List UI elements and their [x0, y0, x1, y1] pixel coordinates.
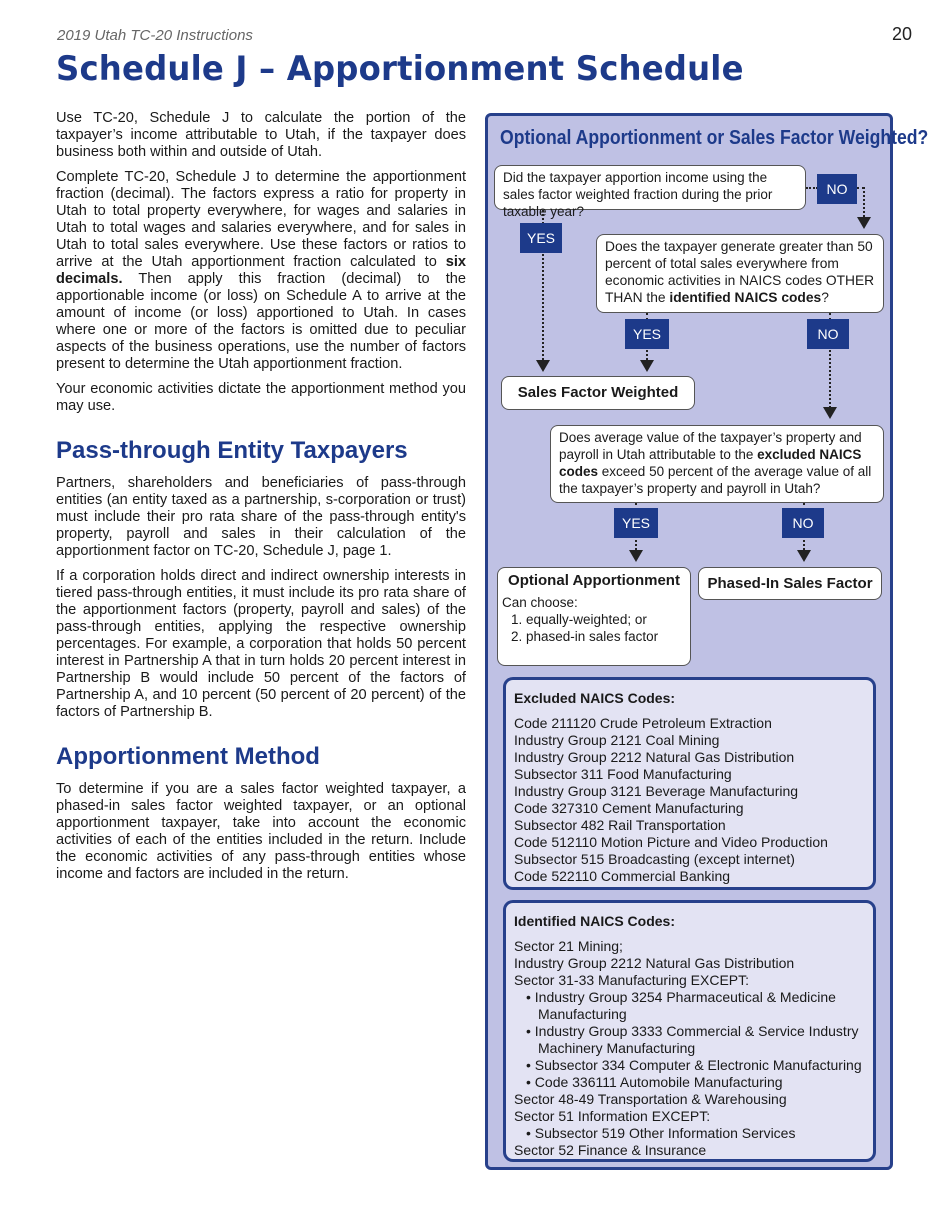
connector	[806, 187, 818, 189]
no-tag-q2: NO	[807, 319, 849, 349]
page-number: 20	[891, 24, 912, 44]
list-item: Subsector 482 Rail Transportation	[514, 817, 726, 833]
list-item: Machinery Manufacturing	[538, 1040, 696, 1056]
section-heading-pass-through: Pass-through Entity Taxpayers	[56, 437, 408, 464]
list-item: Industry Group 2212 Natural Gas Distribu…	[514, 955, 795, 971]
excluded-naics-box: Excluded NAICS Codes: Code 211120 Crude …	[503, 677, 876, 890]
optional-can-choose: Can choose:	[502, 595, 578, 610]
result-sales-factor-weighted: Sales Factor Weighted	[501, 376, 695, 410]
list-item: Sector 21 Mining;	[514, 938, 623, 954]
list-item: Manufacturing	[538, 1006, 627, 1022]
list-item: Industry Group 2121 Coal Mining	[514, 732, 720, 748]
arrow-head	[823, 407, 837, 419]
optional-choice-2: 2. phased-in sales factor	[511, 629, 659, 644]
list-item: • Industry Group 3333 Commercial & Servi…	[526, 1023, 859, 1039]
identified-naics-box: Identified NAICS Codes: Sector 21 Mining…	[503, 900, 876, 1162]
list-item: Industry Group 3121 Beverage Manufacturi…	[514, 783, 799, 799]
yes-tag-q2: YES	[625, 319, 669, 349]
optional-apportionment-title: Optional Apportionment	[508, 572, 680, 589]
no-tag-q3: NO	[782, 508, 824, 538]
list-item: Sector 48-49 Transportation & Warehousin…	[514, 1091, 787, 1107]
list-item: • Subsector 519 Other Information Servic…	[526, 1125, 796, 1141]
flowchart-title: Optional Apportionment or Sales Factor W…	[500, 127, 929, 149]
yes-tag-q1: YES	[520, 223, 562, 253]
optional-choice-1: 1. equally-weighted; or	[511, 612, 647, 627]
connector	[542, 210, 544, 360]
identified-naics-title: Identified NAICS Codes:	[514, 913, 676, 929]
instructions-paragraph: Complete TC-20, Schedule J to determine …	[56, 169, 466, 372]
list-item: • Subsector 334 Computer & Electronic Ma…	[526, 1057, 862, 1073]
list-item: Sector 31-33 Manufacturing EXCEPT:	[514, 972, 750, 988]
excluded-naics-title: Excluded NAICS Codes:	[514, 690, 676, 706]
list-item: Sector 51 Information EXCEPT:	[514, 1108, 711, 1124]
list-item: Sector 52 Finance & Insurance	[514, 1142, 707, 1158]
page-title: Schedule J – Apportionment Schedule	[56, 49, 744, 89]
arrow-head	[536, 360, 550, 372]
list-item: Subsector 311 Food Manufacturing	[514, 766, 732, 782]
no-tag-q1: NO	[817, 174, 857, 204]
intro-paragraph: Use TC-20, Schedule J to calculate the p…	[56, 110, 466, 160]
tiered-entities-paragraph: If a corporation holds direct and indire…	[56, 568, 466, 720]
section-heading-apportionment-method: Apportionment Method	[56, 743, 320, 770]
list-item: Code 211120 Crude Petroleum Extraction	[514, 715, 772, 731]
question-excluded-naics: Does average value of the taxpayer’s pro…	[550, 425, 884, 503]
connector	[857, 187, 864, 189]
pass-through-paragraph: Partners, shareholders and beneficiaries…	[56, 475, 466, 559]
list-item: Industry Group 2212 Natural Gas Distribu…	[514, 749, 795, 765]
list-item: Code 522110 Commercial Banking	[514, 868, 731, 884]
list-item: • Code 336111 Automobile Manufacturing	[526, 1074, 783, 1090]
question-prior-year: Did the taxpayer apportion income using …	[494, 165, 806, 219]
question-naics-sales: Does the taxpayer generate greater than …	[596, 234, 884, 313]
list-item: Code 327310 Cement Manufacturing	[514, 800, 744, 816]
list-item: Subsector 515 Broadcasting (except inter…	[514, 851, 795, 867]
document-header: 2019 Utah TC-20 Instructions	[57, 27, 253, 44]
list-item: • Industry Group 3254 Pharmaceutical & M…	[526, 989, 836, 1005]
economic-activities-paragraph: Your economic activities dictate the app…	[56, 381, 466, 414]
connector	[863, 187, 865, 217]
arrow-head	[797, 550, 811, 562]
left-column: Use TC-20, Schedule J to calculate the p…	[56, 110, 466, 891]
connector	[829, 313, 831, 408]
result-optional-apportionment: Optional Apportionment Can choose: 1. eq…	[497, 567, 691, 666]
arrow-head	[629, 550, 643, 562]
apportionment-method-paragraph: To determine if you are a sales factor w…	[56, 781, 466, 882]
yes-tag-q3: YES	[614, 508, 658, 538]
arrow-head	[857, 217, 871, 229]
list-item: Code 512110 Motion Picture and Video Pro…	[514, 834, 828, 850]
result-phased-in-sales-factor: Phased-In Sales Factor	[698, 567, 882, 600]
arrow-head	[640, 360, 654, 372]
